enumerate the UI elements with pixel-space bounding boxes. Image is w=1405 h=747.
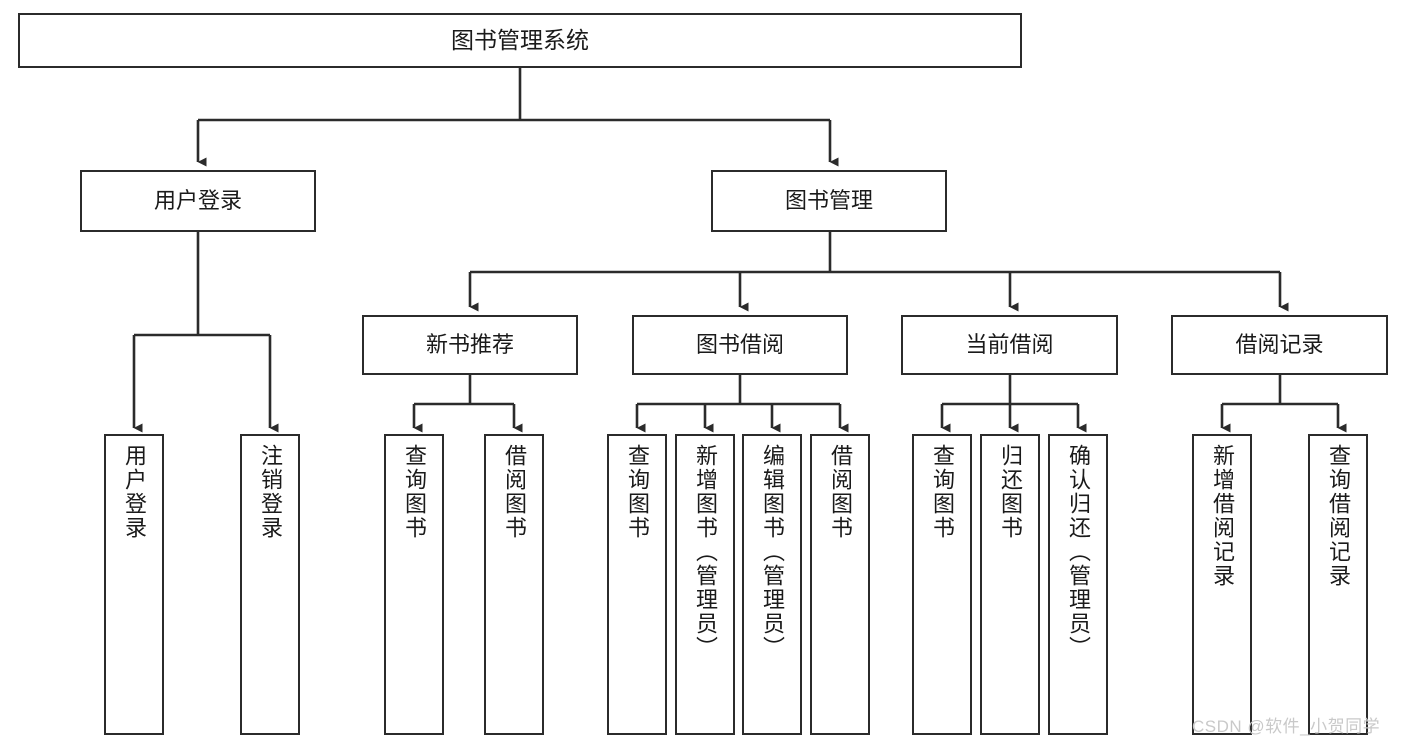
node-label: 当前借阅 [965,332,1054,358]
node-new-book-recommend[interactable]: 新书推荐 [362,315,578,375]
node-label: 图书管理 [784,188,873,214]
leaf-borrow-add-book-admin[interactable]: 新增图书（管理员） [675,434,735,735]
node-label: 新增借阅记录 [1210,444,1235,588]
leaf-borrow-borrow-book[interactable]: 借阅图书 [810,434,870,735]
leaf-borrow-query-book[interactable]: 查询图书 [607,434,667,735]
connectors [132,68,1347,433]
leaf-record-query-record[interactable]: 查询借阅记录 [1308,434,1368,735]
node-label: 新书推荐 [425,332,514,358]
node-label: 注销登录 [258,444,283,540]
node-label: 借阅图书 [502,444,527,540]
node-borrow-record[interactable]: 借阅记录 [1171,315,1388,375]
node-label: 查询图书 [930,444,955,540]
leaf-user-login-signout[interactable]: 注销登录 [240,434,300,735]
node-label: 编辑图书（管理员） [760,444,785,660]
node-label: 图书借阅 [695,332,784,358]
leaf-new-book-borrow[interactable]: 借阅图书 [484,434,544,735]
leaf-record-add-record[interactable]: 新增借阅记录 [1192,434,1252,735]
leaf-new-book-query[interactable]: 查询图书 [384,434,444,735]
node-label: 新增图书（管理员） [693,444,718,660]
node-current-borrow[interactable]: 当前借阅 [901,315,1118,375]
node-root-system[interactable]: 图书管理系统 [18,13,1022,68]
node-label: 用户登录 [153,188,242,214]
node-book-borrow[interactable]: 图书借阅 [632,315,848,375]
node-label: 查询借阅记录 [1326,444,1351,588]
node-book-manage[interactable]: 图书管理 [711,170,947,232]
leaf-user-login-signin[interactable]: 用户登录 [104,434,164,735]
node-label: 确认归还（管理员） [1066,444,1091,660]
node-user-login[interactable]: 用户登录 [80,170,316,232]
node-label: 借阅图书 [828,444,853,540]
node-label: 查询图书 [402,444,427,540]
leaf-borrow-edit-book-admin[interactable]: 编辑图书（管理员） [742,434,802,735]
node-label: 借阅记录 [1235,332,1324,358]
leaf-current-return-book[interactable]: 归还图书 [980,434,1040,735]
leaf-current-confirm-return-admin[interactable]: 确认归还（管理员） [1048,434,1108,735]
node-label: 查询图书 [625,444,650,540]
node-label: 用户登录 [122,444,147,540]
leaf-current-query-book[interactable]: 查询图书 [912,434,972,735]
node-label: 图书管理系统 [451,26,589,53]
node-label: 归还图书 [998,444,1023,540]
